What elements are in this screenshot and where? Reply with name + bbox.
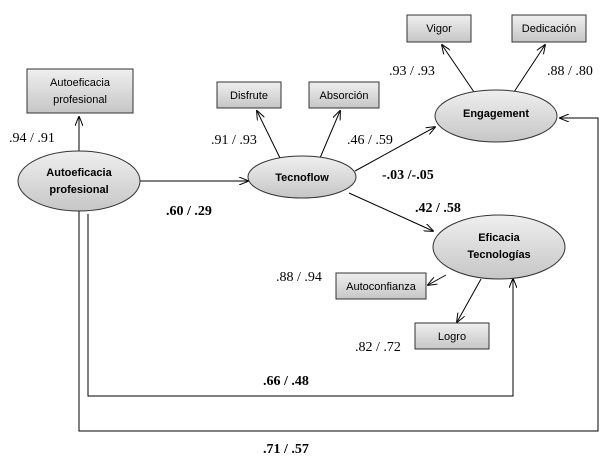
node-dedicacion-label: Dedicación xyxy=(522,23,576,35)
node-dedicacion: Dedicación xyxy=(511,14,587,43)
loading-absorcion: .46 / .59 xyxy=(347,133,393,148)
node-logro: Logro xyxy=(414,322,490,350)
node-autoconfianza-label: Autoconfianza xyxy=(346,281,417,293)
edge-autoeficacia-engagement xyxy=(78,118,599,432)
path-tecnoflow-eficacia: .42 / .58 xyxy=(415,201,461,216)
path-autoeficacia-tecnoflow: .60 / .29 xyxy=(166,204,212,219)
path-tecnoflow-engagement: -.03 /-.05 xyxy=(382,168,434,183)
node-disfrute: Disfrute xyxy=(216,81,282,109)
edge-tecnoflow-eficacia xyxy=(348,192,433,231)
edge-autoeficacia-eficacia xyxy=(87,214,513,397)
edge-engagement-vigor xyxy=(442,45,475,93)
node-autoeficacia-indicator-line1: Autoeficacia xyxy=(50,77,111,89)
edge-tecnoflow-disfrute xyxy=(257,111,281,159)
node-vigor: Vigor xyxy=(406,14,472,43)
node-eficacia: Eficacia Tecnologías xyxy=(432,214,566,280)
node-absorcion-label: Absorción xyxy=(320,90,369,102)
node-tecnoflow-label: Tecnoflow xyxy=(275,172,329,184)
loading-autoeficacia: .94 / .91 xyxy=(9,131,55,146)
node-eficacia-line2: Tecnologías xyxy=(467,249,530,261)
edge-eficacia-autoconfianza xyxy=(428,274,447,285)
edge-eficacia-logro xyxy=(457,278,482,322)
path-autoeficacia-engagement: .71 / .57 xyxy=(263,442,309,457)
path-autoeficacia-eficacia: .66 / .48 xyxy=(263,374,309,389)
node-autoeficacia-latent-line1: Autoeficacia xyxy=(46,167,112,179)
node-absorcion: Absorción xyxy=(308,81,380,109)
node-autoeficacia-latent-line2: profesional xyxy=(49,184,108,196)
loading-dedicacion: .88 / .80 xyxy=(547,64,593,79)
loading-vigor: .93 / .93 xyxy=(389,64,435,79)
node-engagement: Engagement xyxy=(434,89,558,143)
loading-disfrute: .91 / .93 xyxy=(211,133,257,148)
node-eficacia-line1: Eficacia xyxy=(478,232,520,244)
node-engagement-label: Engagement xyxy=(463,108,529,120)
node-autoeficacia-indicator: Autoeficacia profesional xyxy=(26,68,134,114)
loading-logro: .82 / .72 xyxy=(355,340,401,355)
node-autoconfianza: Autoconfianza xyxy=(335,272,427,300)
node-tecnoflow: Tecnoflow xyxy=(247,155,357,199)
edge-tecnoflow-absorcion xyxy=(319,111,340,159)
node-vigor-label: Vigor xyxy=(426,23,452,35)
node-logro-label: Logro xyxy=(438,331,466,343)
edge-engagement-dedicacion xyxy=(513,45,545,93)
node-autoeficacia-latent: Autoeficacia profesional xyxy=(17,150,141,212)
loading-autoconfianza: .88 / .94 xyxy=(276,270,322,285)
edge-tecnoflow-engagement xyxy=(354,127,435,172)
node-disfrute-label: Disfrute xyxy=(230,90,268,102)
node-autoeficacia-indicator-line2: profesional xyxy=(53,94,107,106)
